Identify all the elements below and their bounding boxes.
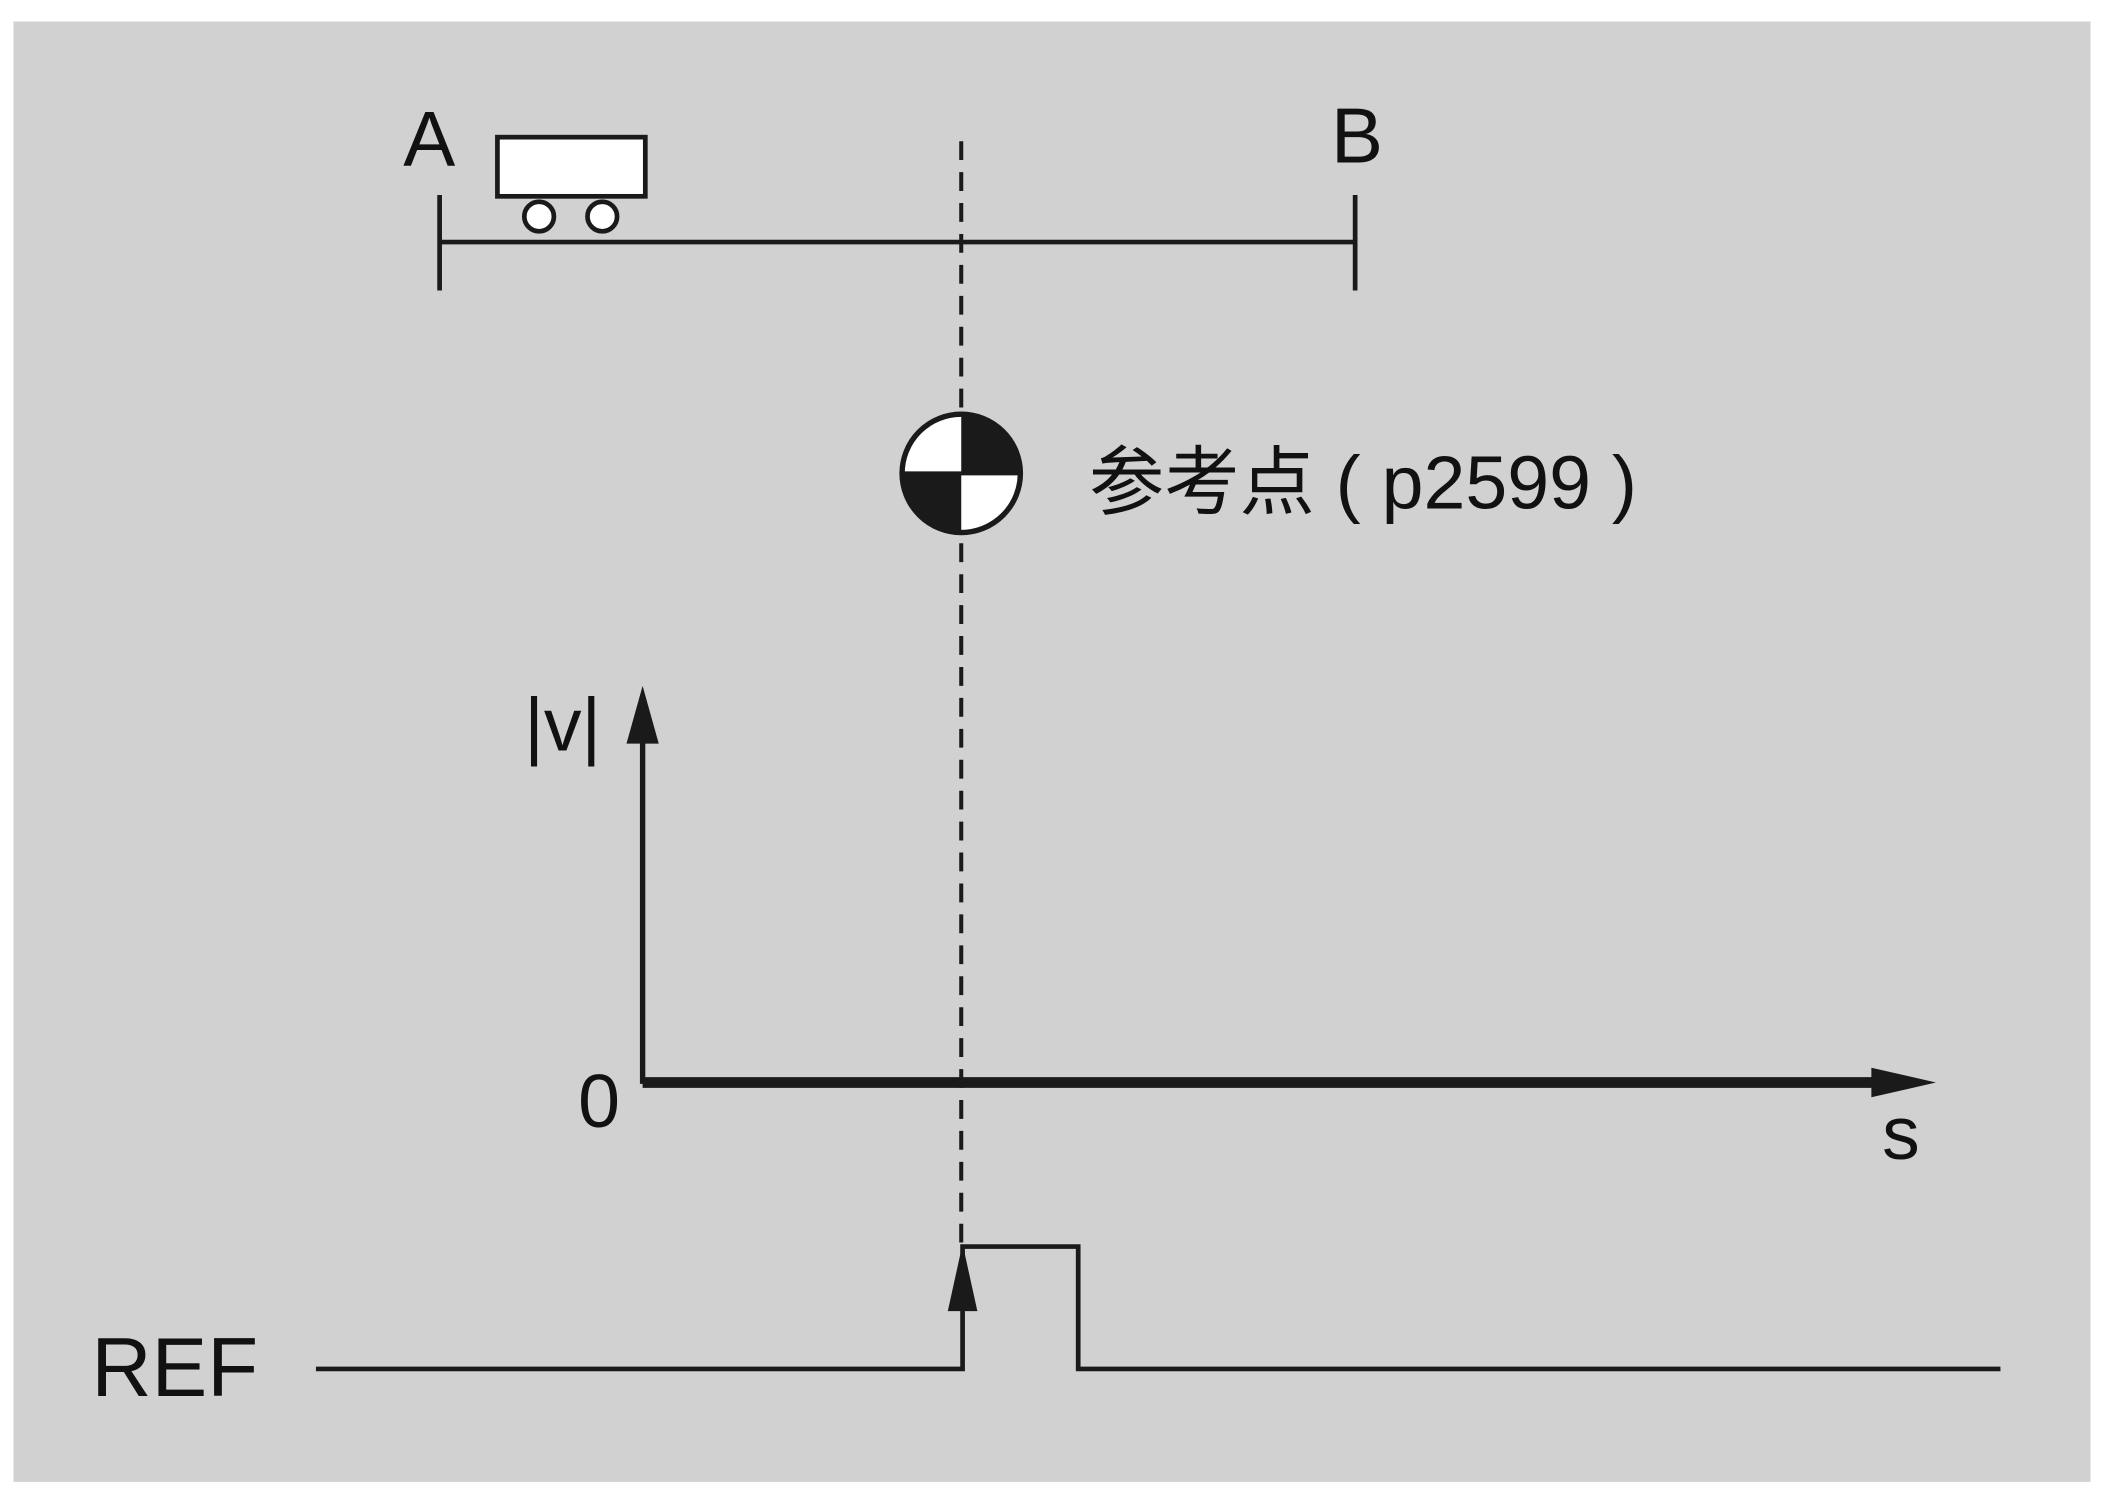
ref-signal-trace <box>315 1244 2001 1372</box>
cart-icon <box>495 134 648 234</box>
reference-point-icon <box>899 411 1024 536</box>
y-axis-label: |v| <box>524 682 601 766</box>
diagram-background <box>13 21 2091 1482</box>
rising-edge-arrow-icon <box>947 1243 978 1312</box>
track <box>437 194 1358 291</box>
point-a-label: A <box>403 94 455 182</box>
origin-label: 0 <box>578 1059 620 1143</box>
point-b-label: B <box>1331 92 1383 180</box>
x-axis-label: s <box>1882 1091 1920 1175</box>
velocity-axes <box>626 685 1936 1098</box>
reference-point-label: 参考点 ( p2599 ) <box>1089 440 1637 524</box>
ref-signal-label: REF <box>91 1321 258 1414</box>
